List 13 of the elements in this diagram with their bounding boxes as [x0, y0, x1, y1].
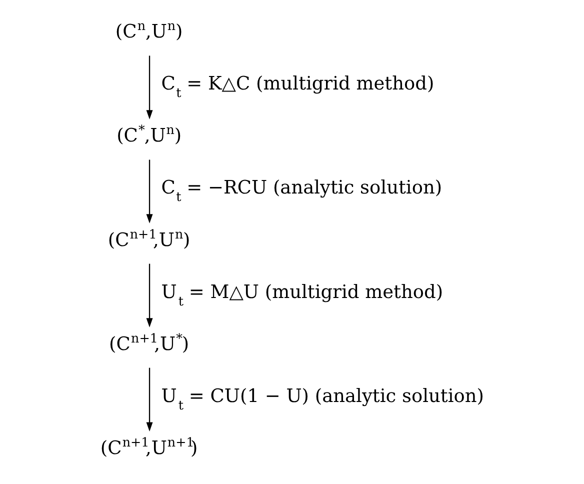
- edge-label: C$_{t}$ = K△C (multigrid method): [161, 73, 434, 100]
- edge-label: C$_{t}$ = −RCU (analytic solution): [161, 177, 442, 204]
- arrow: [146, 55, 153, 119]
- edge-label: U$_{t}$ = CU(1 − U) (analytic solution): [161, 385, 484, 412]
- edge-label: U$_{t}$ = M△U (multigrid method): [161, 281, 444, 308]
- arrow: [146, 367, 153, 431]
- node-text: (C$^{n+1}$,U$^{n+1}$): [100, 434, 198, 458]
- node-text: (C$^{*}$,U$^{n}$): [116, 122, 182, 146]
- node-text: (C$^{n+1}$,U$^{n}$): [108, 226, 190, 250]
- node-text: (C$^{n+1}$,U$^{*}$): [109, 330, 190, 354]
- node-text: (C$^{n}$,U$^{n}$): [115, 18, 183, 42]
- arrow: [146, 263, 153, 327]
- arrow: [146, 159, 153, 223]
